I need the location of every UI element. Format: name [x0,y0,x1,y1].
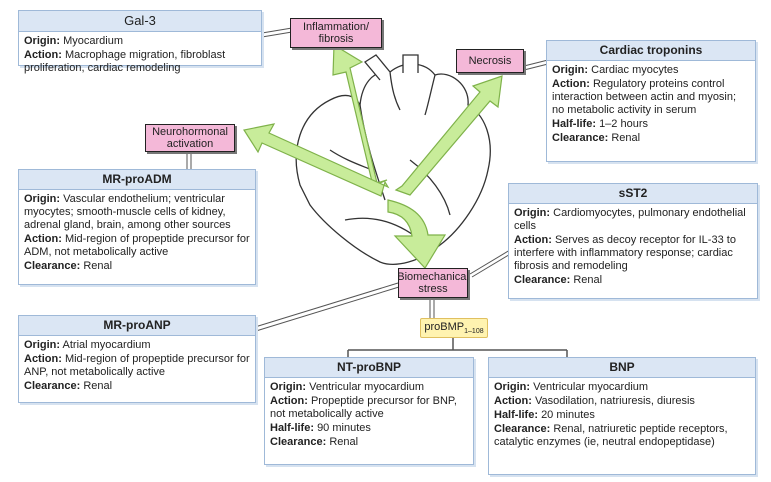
box-title: sST2 [509,184,757,204]
clearance-value: Renal [329,436,359,448]
probnp-sub: 1–108 [464,328,484,336]
clearance-value: Renal [83,260,113,272]
clearance-label: Clearance: [24,380,81,392]
action-value: Vasodilation, natriuresis, diuresis [534,395,695,407]
bnp-box: BNP Origin: Ventricular myocardium Actio… [488,357,756,475]
clearance-value: Renal [83,380,113,392]
arrow-up-icon [394,75,503,196]
halflife-label: Half-life: [552,118,596,130]
action-label: Action: [24,233,62,245]
origin-value: Myocardium [63,35,124,47]
action-value: Regulatory proteins control interaction … [552,78,737,116]
inflammation-fibrosis-label: Inflammation/ fibrosis [290,18,382,48]
box-title: BNP [489,358,755,378]
halflife-value: 1–2 hours [599,118,648,130]
box-title: Cardiac troponins [547,41,755,61]
mr-proanp-box: MR-proANP Origin: Atrial myocardium Acti… [18,315,256,403]
clearance-label: Clearance: [514,274,571,286]
origin-value: Vascular endothelium; ventricular myocyt… [24,193,231,231]
clearance-label: Clearance: [494,423,551,435]
arrows [243,43,503,269]
clearance-value: Renal [611,132,641,144]
clearance-value: Renal, natriuretic peptide receptors, ca… [494,423,728,448]
box-title: Gal-3 [19,11,261,32]
halflife-value: 90 minutes [317,422,371,434]
arrow-up-icon [243,123,390,197]
origin-label: Origin: [270,381,307,393]
action-label: Action: [24,49,62,61]
action-label: Action: [552,78,590,90]
origin-label: Origin: [24,193,61,205]
origin-label: Origin: [24,339,61,351]
halflife-label: Half-life: [270,422,314,434]
origin-label: Origin: [24,35,61,47]
action-label: Action: [514,234,552,246]
arrow-down-icon [387,199,447,269]
clearance-label: Clearance: [270,436,327,448]
probnp-main: proBMP [424,321,465,333]
action-value: Macrophage migration, fibroblast prolife… [24,49,226,74]
cardiac-troponins-box: Cardiac troponins Origin: Cardiac myocyt… [546,40,756,162]
gal3-box: Gal-3 Origin: Myocardium Action: Macroph… [18,10,262,74]
clearance-label: Clearance: [552,132,609,144]
nt-probnp-box: NT-proBNP Origin: Ventricular myocardium… [264,357,474,465]
origin-value: Ventricular myocardium [309,381,425,393]
clearance-label: Clearance: [24,260,81,272]
mr-proadm-box: MR-proADM Origin: Vascular endothelium; … [18,169,256,285]
origin-label: Origin: [494,381,531,393]
origin-value: Ventricular myocardium [533,381,649,393]
origin-value: Cardiac myocytes [591,64,679,76]
biomechanical-stress-label: Biomechanical stress [397,268,469,298]
action-label: Action: [494,395,532,407]
halflife-value: 20 minutes [541,409,595,421]
box-title: NT-proBNP [265,358,473,378]
action-value: Mid-region of propeptide precursor for A… [24,353,250,378]
box-title: MR-proADM [19,170,255,190]
action-value: Mid-region of propeptide precursor for A… [24,233,250,258]
necrosis-label: Necrosis [456,49,524,73]
sst2-box: sST2 Origin: Cardiomyocytes, pulmonary e… [508,183,758,299]
neurohormonal-activation-label: Neurohormonal activation [145,124,235,152]
origin-value: Atrial myocardium [62,339,151,351]
connector-lines [186,27,568,357]
clearance-value: Renal [573,274,603,286]
box-title: MR-proANP [19,316,255,336]
action-value: Propeptide precursor for BNP, not metabo… [270,395,457,420]
action-label: Action: [24,353,62,365]
action-value: Serves as decoy receptor for IL-33 to in… [514,234,736,272]
probnp-label: proBMP1–108 [420,318,488,338]
origin-label: Origin: [514,207,551,219]
origin-label: Origin: [552,64,589,76]
halflife-label: Half-life: [494,409,538,421]
origin-value: Cardiomyocytes, pulmonary endothelial ce… [514,207,746,232]
action-label: Action: [270,395,308,407]
